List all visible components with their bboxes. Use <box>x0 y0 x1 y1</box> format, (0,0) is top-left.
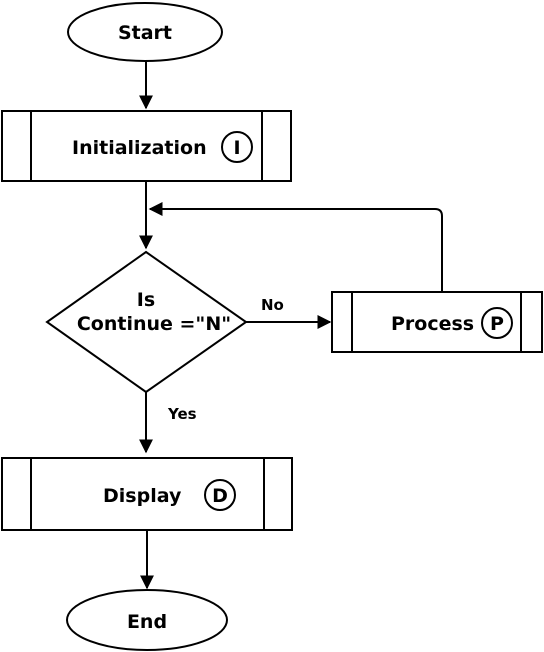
start-label: Start <box>118 22 172 44</box>
edge-process-loop-back <box>148 202 443 292</box>
edge-yes-label: Yes <box>167 405 197 423</box>
edge-no-label: No <box>261 296 284 314</box>
start-node[interactable]: Start <box>67 2 223 62</box>
decision-label-line2: Continue ="N" <box>77 313 231 335</box>
end-node[interactable]: End <box>66 589 228 651</box>
decision-label-line1: Is <box>137 289 155 311</box>
process-label: Process <box>391 313 474 335</box>
initialization-badge-icon <box>221 131 253 163</box>
display-badge-icon <box>204 479 236 511</box>
process-badge-letter: P <box>490 313 504 335</box>
process-badge-icon <box>481 307 513 339</box>
display-badge-letter: D <box>212 485 228 507</box>
initialization-label: Initialization <box>72 137 207 159</box>
display-node[interactable]: Display D <box>1 457 293 531</box>
initialization-node[interactable]: Initialization I <box>1 110 292 182</box>
decision-node[interactable]: Is Continue ="N" <box>45 250 248 394</box>
process-node[interactable]: Process P <box>331 291 543 353</box>
initialization-badge-letter: I <box>233 137 240 159</box>
display-label: Display <box>103 485 182 507</box>
end-label: End <box>127 611 167 633</box>
